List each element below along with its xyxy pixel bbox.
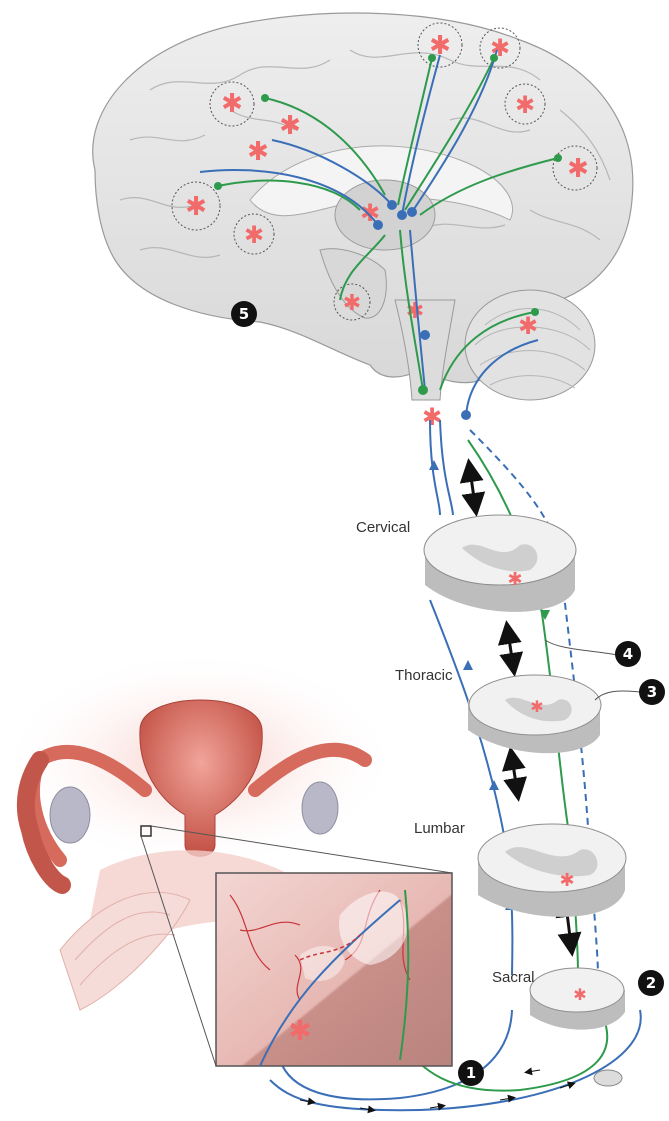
neuron-terminal-icon — [214, 182, 222, 190]
asterisk-icon: ✱ — [343, 290, 361, 315]
badge-2: 2 — [638, 970, 664, 996]
svg-text:3: 3 — [647, 683, 657, 701]
badge-4: 4 — [615, 641, 641, 667]
asterisk-icon: ✱ — [530, 699, 543, 716]
neuron-terminal-icon — [554, 154, 562, 162]
neuron-terminal-icon — [531, 308, 539, 316]
lesion-site: ✱ — [279, 110, 301, 140]
svg-text:2: 2 — [646, 974, 656, 992]
asterisk-icon: ✱ — [288, 1015, 311, 1046]
neuron-terminal-icon — [373, 220, 383, 230]
segment-label: Lumbar — [414, 820, 465, 837]
asterisk-icon: ✱ — [279, 110, 301, 140]
neuron-terminal-icon — [397, 210, 407, 220]
asterisk-icon: ✱ — [507, 569, 522, 589]
badge-1: 1 — [458, 1060, 484, 1086]
segment-label: Thoracic — [395, 667, 453, 684]
lesion-site: ✱ — [247, 136, 269, 166]
ovary — [302, 782, 338, 834]
svg-text:4: 4 — [623, 645, 633, 663]
asterisk-icon: ✱ — [185, 191, 207, 221]
neuron-terminal-icon — [418, 385, 428, 395]
neuron-terminal-icon — [407, 207, 417, 217]
lesion-site: ✱ — [422, 404, 442, 431]
svg-text:1: 1 — [466, 1064, 476, 1082]
neuron-terminal-icon — [420, 330, 430, 340]
neuron-terminal-icon — [428, 54, 436, 62]
asterisk-icon: ✱ — [247, 136, 269, 166]
badge-3: 3 — [639, 679, 665, 705]
segment-thoracic: ✱ Thoracic — [395, 667, 601, 753]
lesion-site: ✱ — [518, 313, 538, 340]
neuron-terminal-icon — [490, 54, 498, 62]
asterisk-icon: ✱ — [559, 870, 574, 890]
asterisk-icon: ✱ — [567, 153, 589, 183]
badge-5: 5 — [231, 301, 257, 327]
neuron-terminal-icon — [461, 410, 471, 420]
segment-label: Sacral — [492, 969, 535, 986]
asterisk-icon: ✱ — [244, 222, 264, 249]
neuron-terminal-icon — [261, 94, 269, 102]
asterisk-icon: ✱ — [515, 92, 535, 119]
svg-text:5: 5 — [239, 305, 249, 323]
asterisk-icon: ✱ — [221, 88, 243, 118]
asterisk-icon: ✱ — [422, 404, 442, 431]
neuron-terminal-icon — [387, 200, 397, 210]
tissue-inset: ✱ — [216, 873, 452, 1066]
dorsal-root-ganglion — [594, 1070, 622, 1086]
ovary — [50, 787, 90, 843]
segment-cervical: ✱ Cervical — [356, 515, 576, 612]
asterisk-icon: ✱ — [518, 313, 538, 340]
segment-label: Cervical — [356, 519, 410, 536]
asterisk-icon: ✱ — [573, 987, 586, 1004]
cerebellum — [465, 290, 595, 400]
